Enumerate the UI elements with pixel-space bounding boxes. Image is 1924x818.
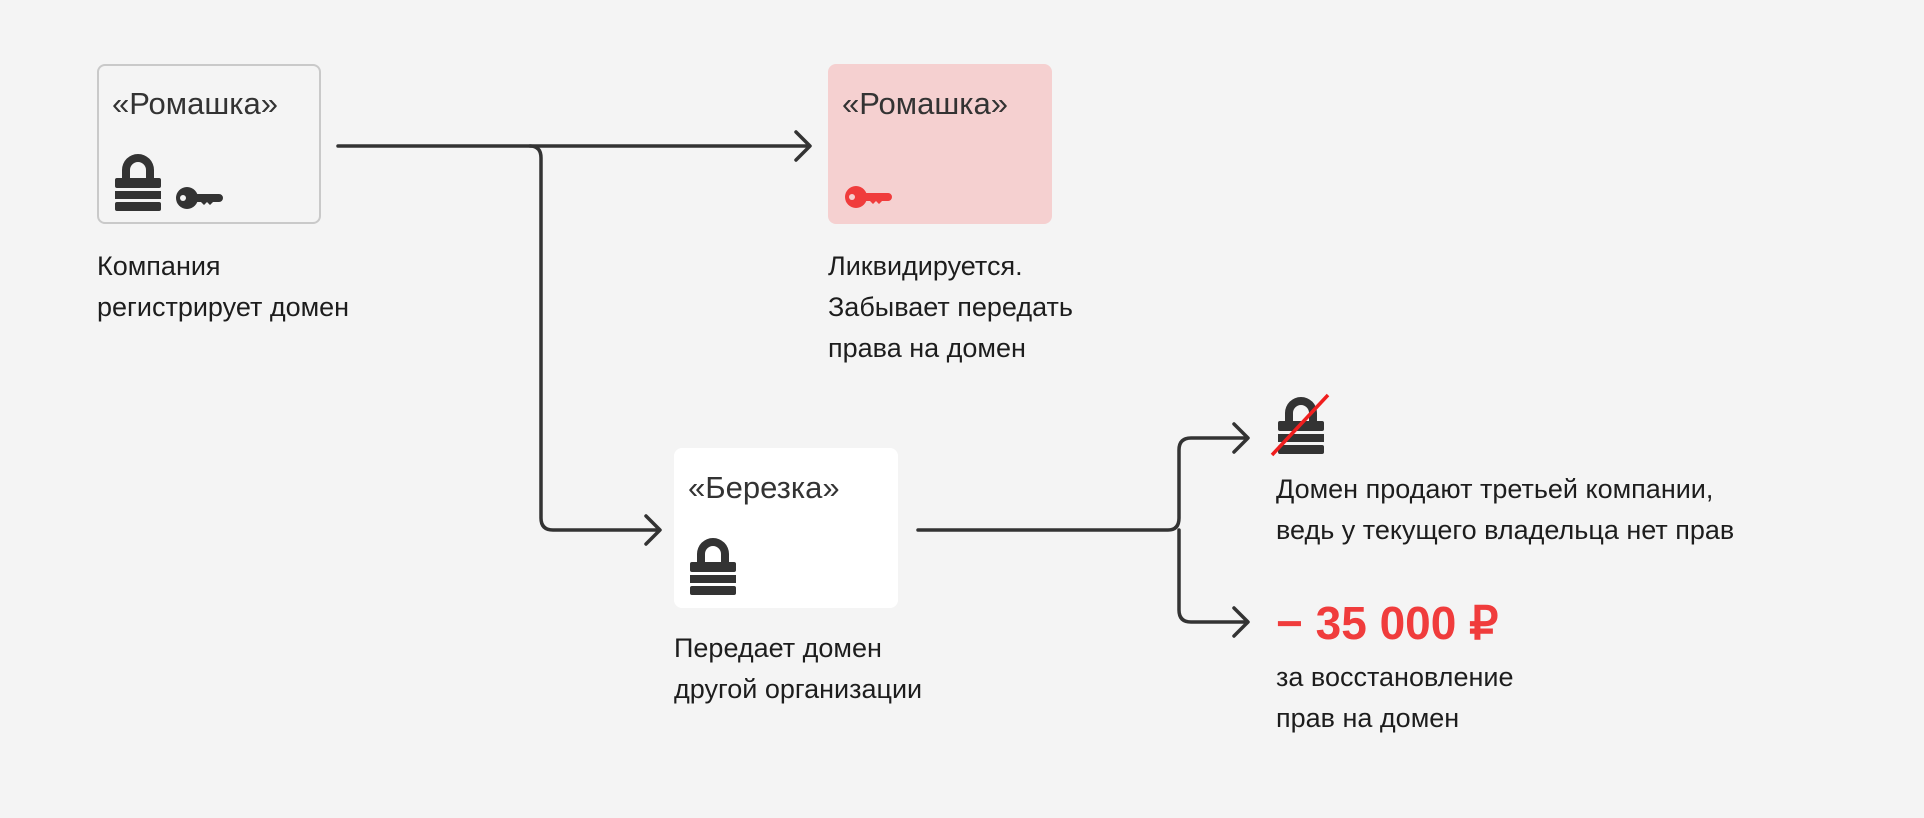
caption-line: ведь у текущего владельца нет прав [1276, 515, 1735, 545]
company-a-caption: Компания регистрирует домен [97, 246, 349, 328]
card-title: «Ромашка» [112, 86, 278, 121]
restore-cost-amount: − 35 000 ₽ [1276, 597, 1499, 649]
arrow-to-liquidated [336, 130, 812, 162]
company-romashka-card: «Ромашка» [97, 64, 321, 224]
cost-caption: за восстановление прав на домен [1276, 657, 1513, 739]
key-icon [176, 187, 223, 209]
caption-line: другой организации [674, 674, 923, 704]
caption-line: Передает домен [674, 633, 882, 663]
key-icon [845, 186, 892, 208]
caption-line: права на домен [828, 333, 1026, 363]
caption-line: за восстановление [1276, 662, 1514, 692]
company-berezka-card: «Березка» [674, 448, 898, 608]
liquidated-caption: Ликвидируется. Забывает передать права н… [828, 246, 1073, 369]
caption-line: Компания [97, 251, 221, 281]
arrow-to-berezka [528, 144, 662, 546]
caption-line: регистрирует домен [97, 292, 350, 322]
berezka-caption: Передает домен другой организации [674, 628, 922, 710]
sold-caption: Домен продают третьей компании, ведь у т… [1276, 469, 1734, 551]
lock-icon [690, 538, 736, 595]
card-title: «Ромашка» [842, 86, 1008, 121]
lock-icon [115, 154, 161, 211]
liquidated-romashka-card: «Ромашка» [828, 64, 1052, 224]
arrow-branch [916, 422, 1250, 638]
caption-line: прав на домен [1276, 703, 1460, 733]
caption-line: Ликвидируется. [828, 251, 1023, 281]
crossed-lock-icon [1270, 393, 1330, 457]
caption-line: Забывает передать [828, 292, 1073, 322]
caption-line: Домен продают третьей компании, [1276, 474, 1714, 504]
card-title: «Березка» [688, 470, 840, 505]
